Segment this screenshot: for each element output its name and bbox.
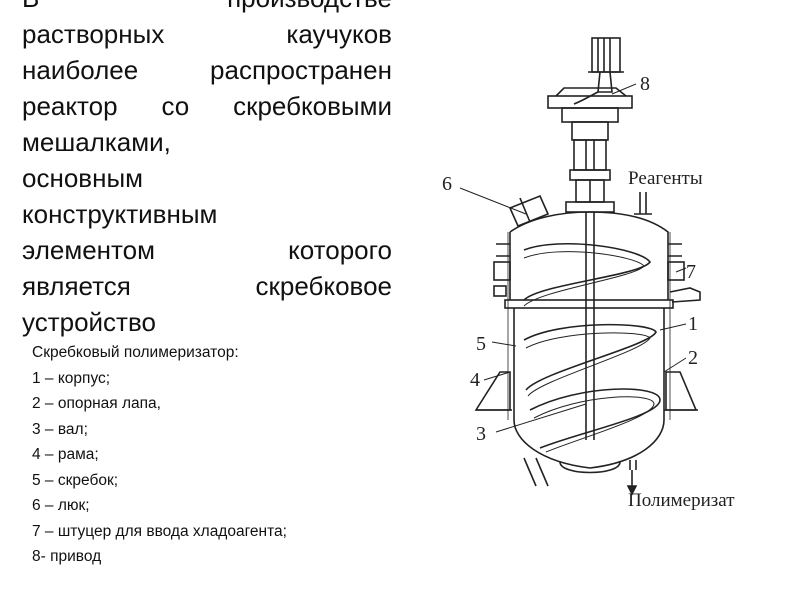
main-text-line: конструктивным [22, 199, 218, 229]
support-leg [664, 371, 698, 411]
label-polymerizate: Полимеризат [628, 490, 735, 511]
label-8: 8 [640, 73, 650, 95]
legend-item: 1 – корпус; [32, 369, 111, 387]
label-2: 2 [688, 347, 698, 369]
drive-motor [573, 37, 624, 105]
main-text-line: основным [22, 163, 144, 193]
legend-title: Скребковый полимеризатор: [32, 344, 239, 361]
legend: Скребковый полимеризатор: 1 – корпус; 2 … [32, 340, 402, 570]
main-text-line: элементом которого [22, 235, 392, 265]
main-text-line: наиболее распространен [22, 55, 392, 85]
legend-item: 2 – опорная лапа, [32, 395, 161, 412]
main-text-line: реактор со скребковыми [22, 91, 392, 121]
drive-gearbox [547, 87, 633, 213]
manhole [508, 194, 550, 228]
bottom-outlet [523, 457, 638, 496]
vessel-body [493, 211, 685, 469]
main-text-line: растворных каучуков [22, 19, 392, 49]
main-text-line: мешалками, [22, 127, 171, 157]
legend-item: 8- привод [32, 548, 102, 565]
reactor-diagram: Реагенты Полимеризат 8 6 7 1 2 5 4 3 [442, 37, 735, 511]
legend-item: 5 – скребок; [32, 471, 119, 489]
main-description: В производстве растворных каучуков наибо… [22, 0, 392, 340]
legend-item: 3 – вал; [32, 420, 88, 438]
coolant-nozzle [669, 287, 701, 303]
frame [474, 371, 512, 411]
main-text-line: В производстве [22, 0, 392, 16]
label-6: 6 [442, 173, 452, 195]
main-text-line: является скребковое [22, 271, 392, 301]
spiral-scraper [523, 242, 661, 453]
reagents-inlet [634, 192, 652, 215]
main-text-line: устройство [22, 307, 156, 337]
legend-item: 7 – штуцер для ввода хладоагента; [32, 522, 287, 540]
label-reagents: Реагенты [628, 168, 703, 189]
label-7: 7 [686, 261, 696, 283]
label-5: 5 [476, 333, 486, 355]
legend-item: 4 – рама; [32, 446, 99, 463]
label-4: 4 [470, 369, 480, 391]
leader-lines [459, 83, 687, 433]
label-3: 3 [476, 423, 486, 445]
legend-item: 6 – люк; [32, 497, 90, 514]
label-1: 1 [688, 313, 698, 335]
